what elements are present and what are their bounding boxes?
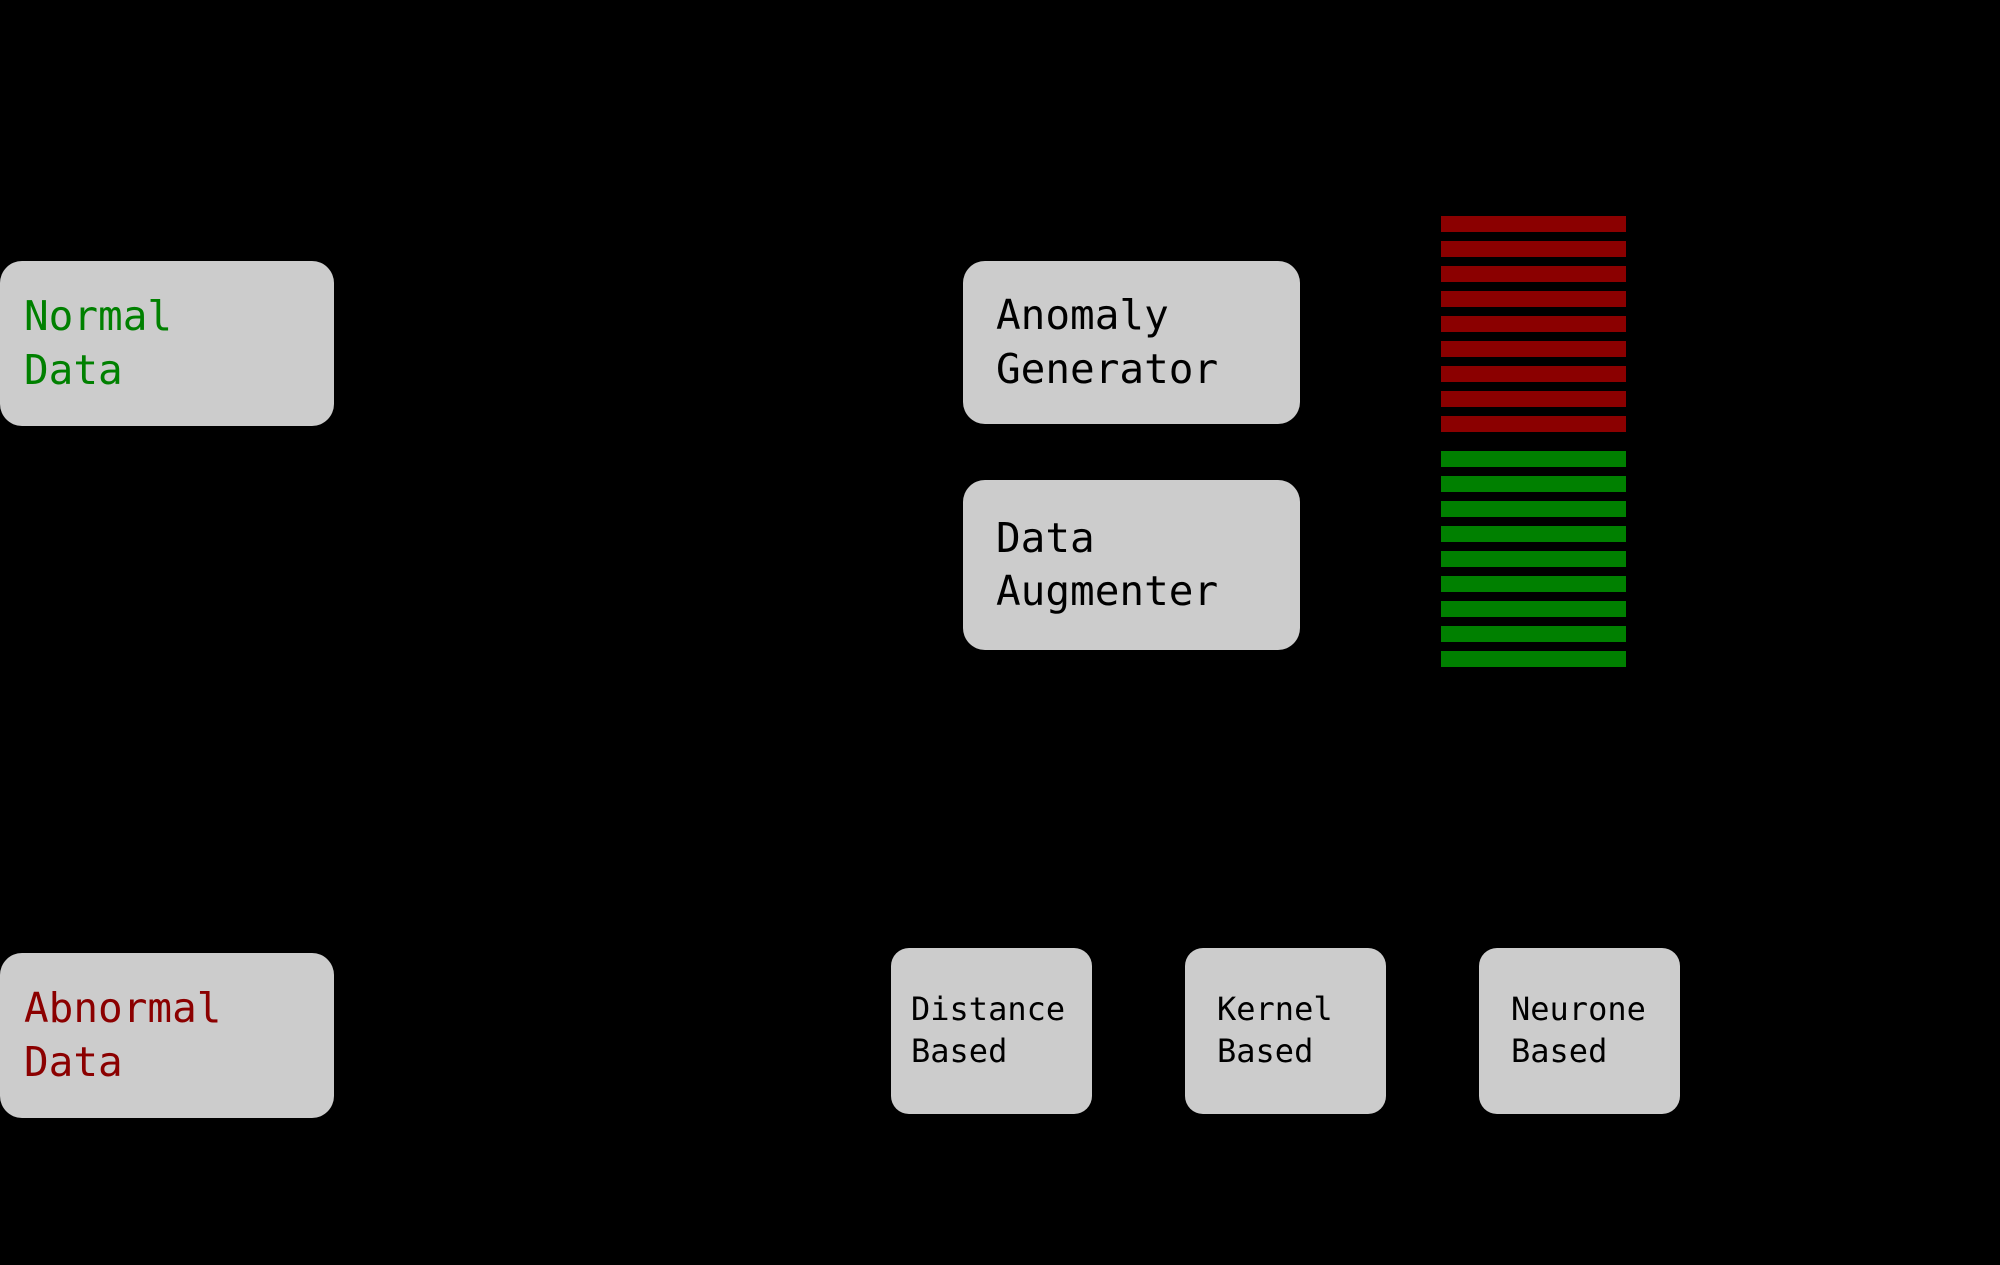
node-distance-based-line-1: Distance <box>911 990 1066 1029</box>
mixed-sample-stripes <box>1441 216 1626 696</box>
node-kernel-based[interactable]: Kernel Based <box>1185 948 1386 1114</box>
stripe-abnormal <box>1441 341 1626 357</box>
node-abnormal-data-line-2: Data <box>24 1037 123 1086</box>
stripe-normal <box>1441 551 1626 567</box>
stripe-normal <box>1441 626 1626 642</box>
stripe-normal <box>1441 451 1626 467</box>
node-data-augmenter-line-2: Augmenter <box>996 567 1219 615</box>
stripe-normal <box>1441 576 1626 592</box>
node-abnormal-data-line-1: Abnormal <box>24 984 222 1033</box>
node-normal-data-line-1: Normal <box>24 292 173 341</box>
node-normal-data-line-2: Data <box>24 345 123 394</box>
node-distance-based-line-2: Based <box>911 1032 1008 1070</box>
stripe-abnormal <box>1441 366 1626 382</box>
stripe-normal <box>1441 601 1626 617</box>
node-data-augmenter[interactable]: Data Augmenter <box>963 480 1300 650</box>
node-distance-based[interactable]: Distance Based <box>891 948 1092 1114</box>
node-abnormal-data[interactable]: Abnormal Data <box>0 953 334 1118</box>
node-anomaly-generator-line-1: Anomaly <box>996 291 1169 340</box>
stripe-normal <box>1441 526 1626 542</box>
node-neurone-based[interactable]: Neurone Based <box>1479 948 1680 1114</box>
stripe-abnormal <box>1441 291 1626 307</box>
stripe-abnormal <box>1441 216 1626 232</box>
node-normal-data[interactable]: Normal Data <box>0 261 334 426</box>
node-kernel-based-line-1: Kernel <box>1217 990 1333 1029</box>
stripe-normal <box>1441 476 1626 492</box>
node-neurone-based-line-2: Based <box>1511 1032 1608 1070</box>
node-neurone-based-line-1: Neurone <box>1511 990 1646 1029</box>
stripe-abnormal <box>1441 416 1626 432</box>
stripe-normal <box>1441 501 1626 517</box>
node-anomaly-generator[interactable]: Anomaly Generator <box>963 261 1300 424</box>
node-anomaly-generator-line-2: Generator <box>996 344 1219 393</box>
node-kernel-based-line-2: Based <box>1217 1032 1314 1070</box>
stripe-abnormal <box>1441 241 1626 257</box>
node-data-augmenter-line-1: Data <box>996 513 1095 562</box>
stripe-abnormal <box>1441 266 1626 282</box>
stripe-abnormal <box>1441 316 1626 332</box>
stripe-normal <box>1441 651 1626 667</box>
stripe-abnormal <box>1441 391 1626 407</box>
